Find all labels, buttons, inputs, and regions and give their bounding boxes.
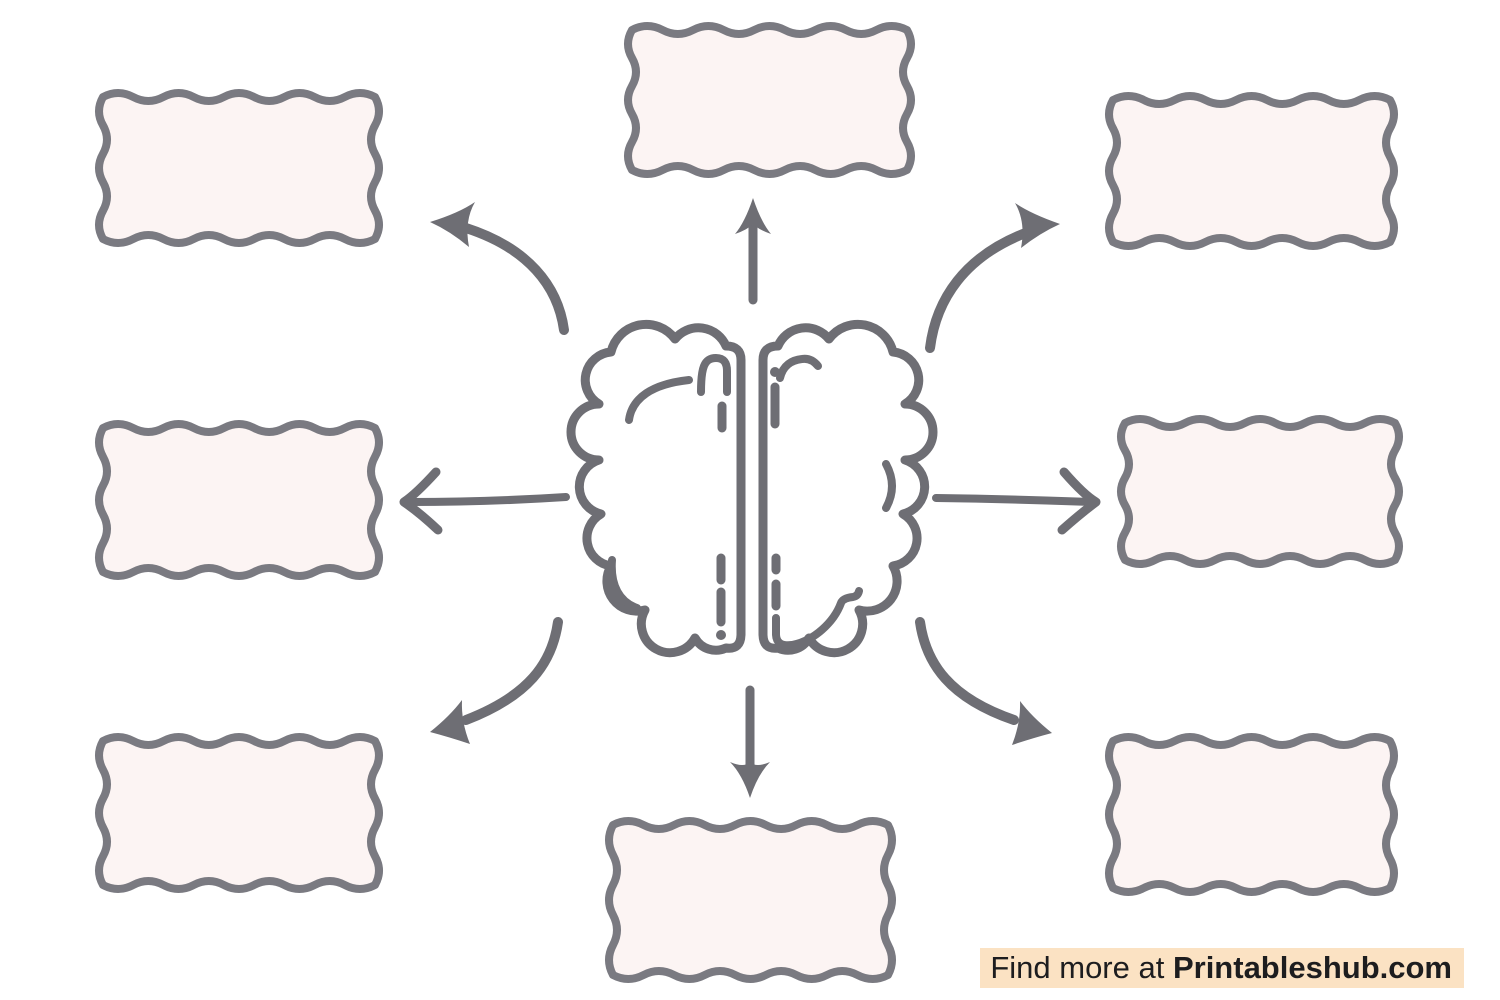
brain-right-hemisphere	[758, 319, 938, 658]
arrow-up-right	[925, 203, 1060, 353]
brain-icon	[566, 319, 938, 658]
arrow-right	[932, 467, 1101, 535]
node-box-top-left[interactable]	[95, 89, 383, 247]
arrows	[399, 198, 1101, 798]
arrow-left	[399, 467, 570, 535]
footer-brand: Printableshub.com	[1172, 950, 1452, 985]
note-boxes	[95, 22, 1403, 983]
arrow-up	[735, 198, 771, 305]
footer-credit: Find more at Printableshub.com	[980, 948, 1464, 988]
arrow-down	[730, 685, 770, 798]
arrow-down-right	[915, 617, 1052, 745]
node-box-bottom-left[interactable]	[95, 733, 383, 893]
brain-left-details	[607, 354, 731, 640]
arrow-up-left	[430, 202, 569, 335]
node-box-top-right[interactable]	[1105, 92, 1398, 250]
node-box-bottom-center[interactable]	[605, 817, 896, 983]
footer-credit-text: Find more at	[990, 950, 1173, 985]
node-box-bottom-right[interactable]	[1105, 733, 1398, 896]
node-box-middle-left[interactable]	[95, 420, 383, 580]
brain-left-hemisphere	[566, 319, 746, 658]
node-box-top-center[interactable]	[624, 22, 915, 178]
node-box-middle-right[interactable]	[1117, 415, 1403, 568]
arrow-down-left	[430, 617, 563, 744]
brain-right-details	[770, 354, 896, 650]
